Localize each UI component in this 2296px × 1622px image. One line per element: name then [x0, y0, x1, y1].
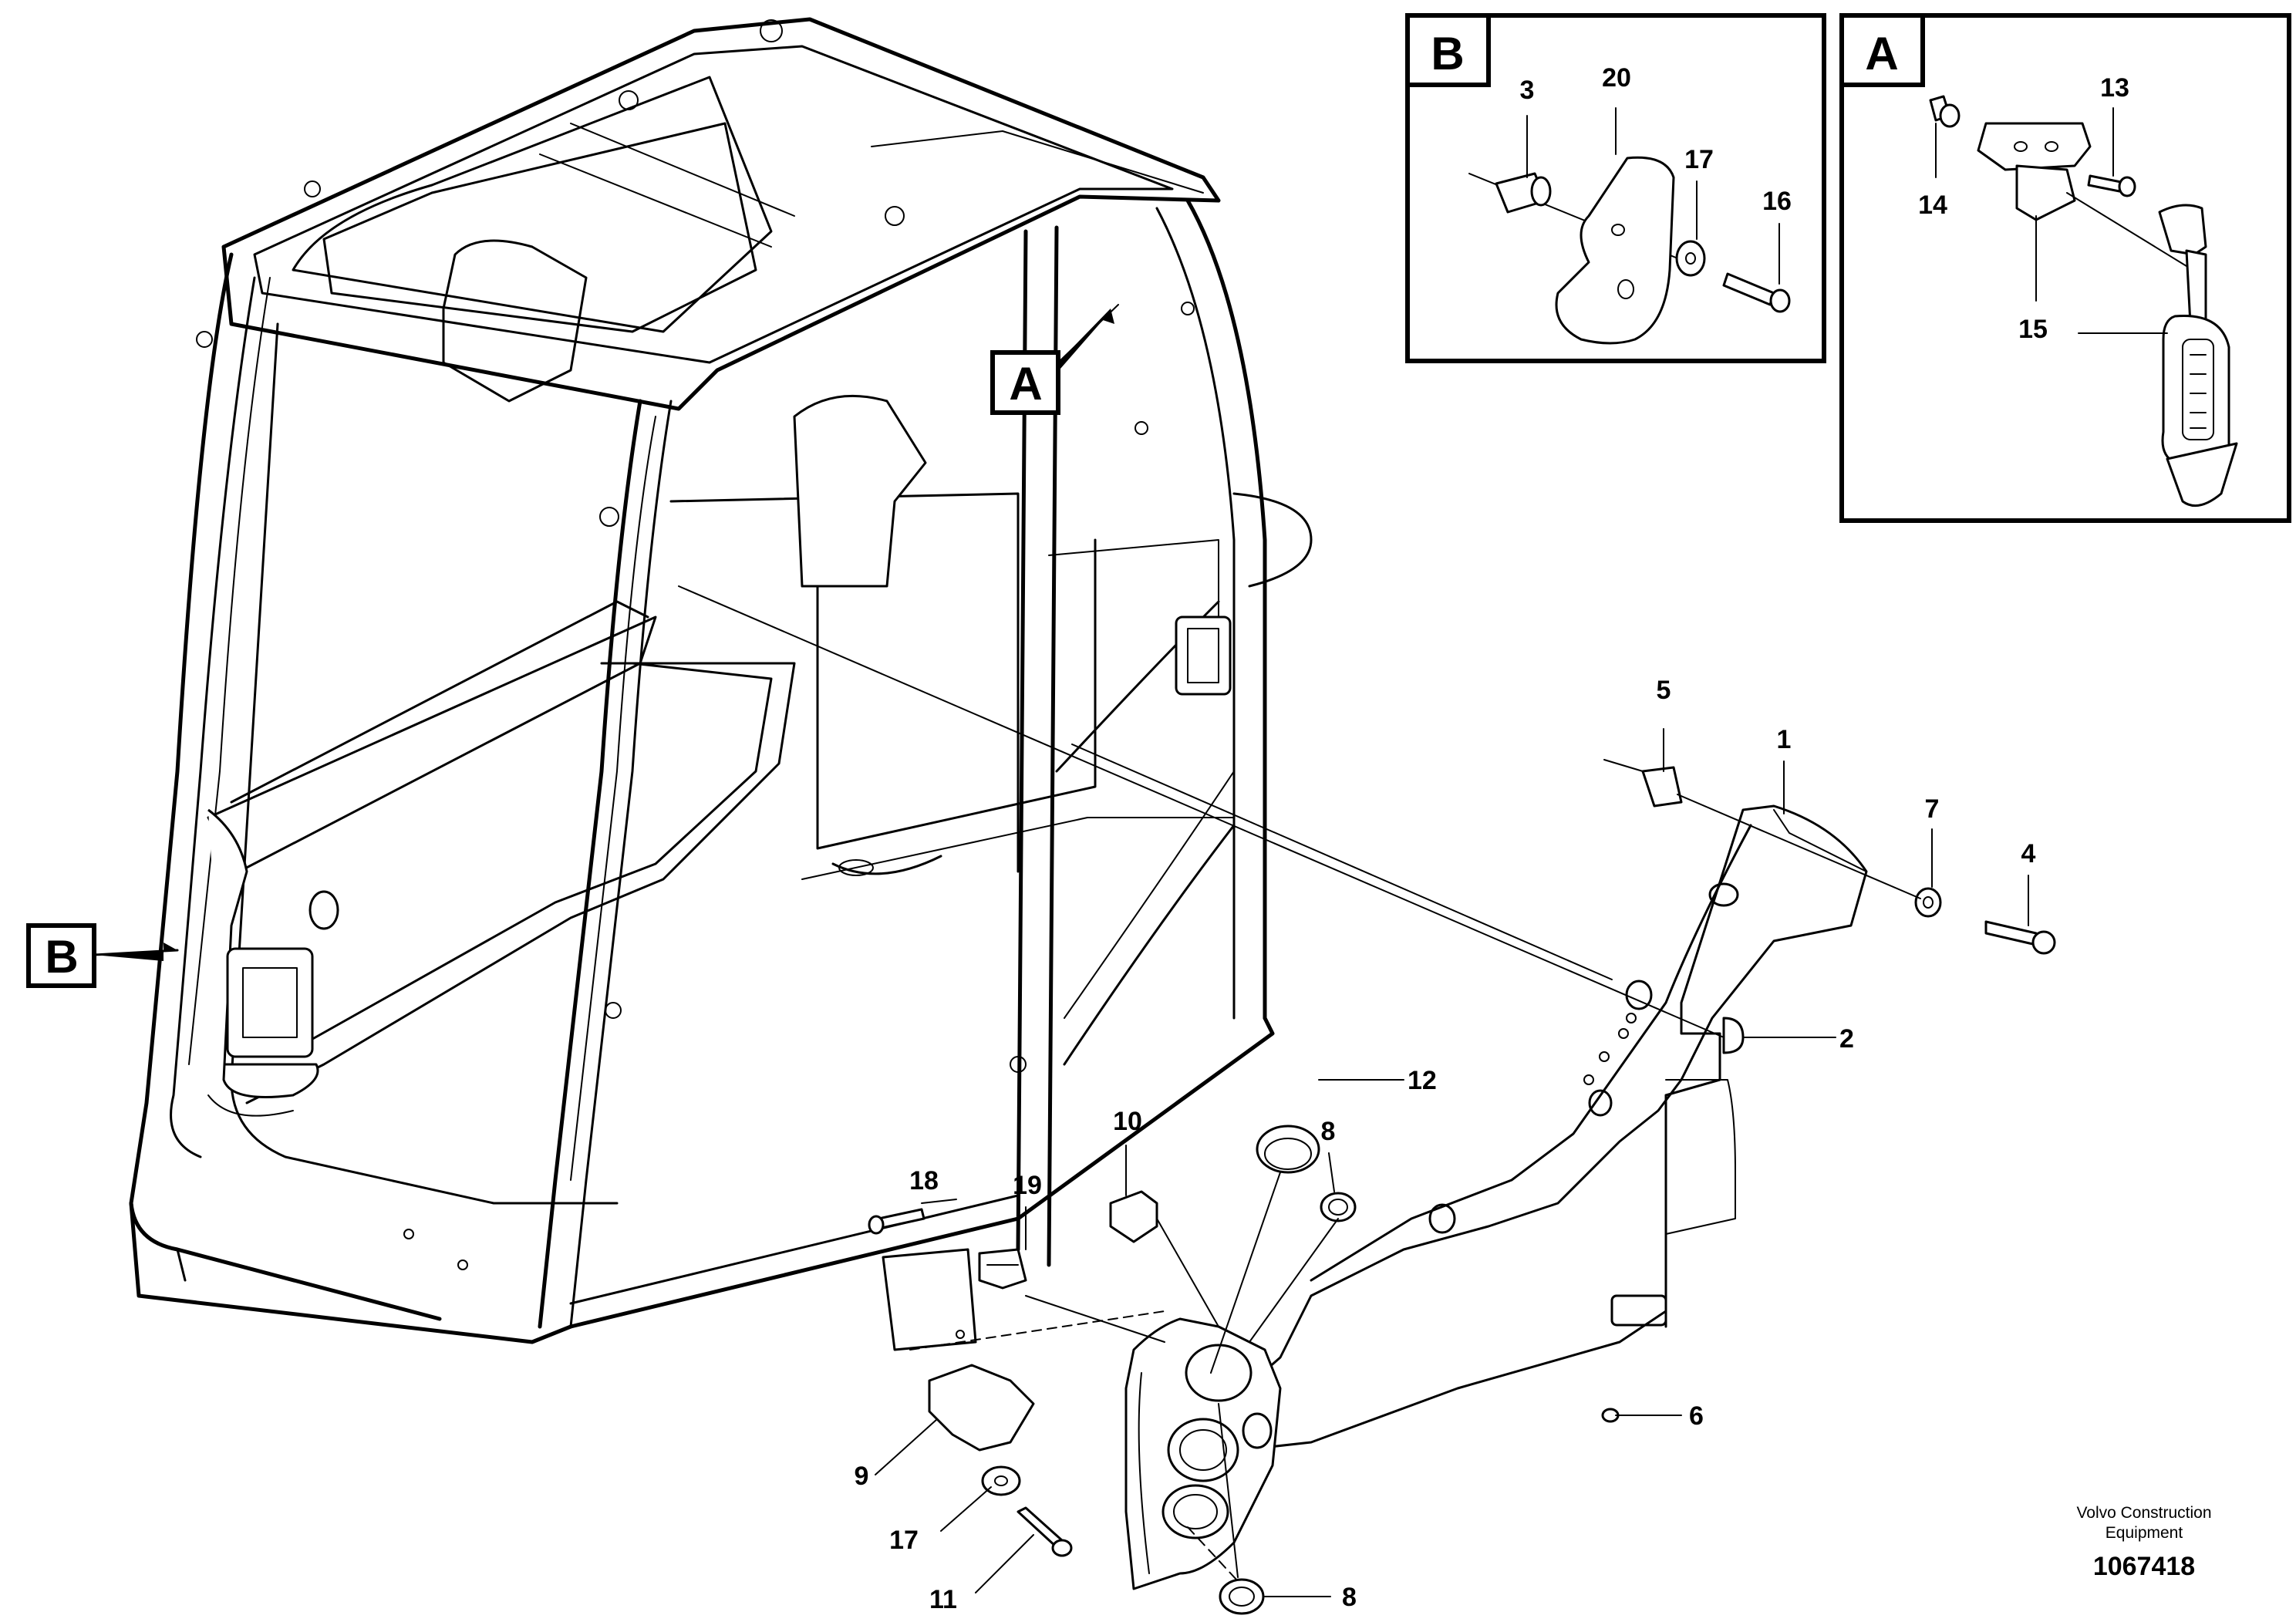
callout-8-lower: 8 [1342, 1583, 1357, 1612]
company-name-line1: Volvo Construction [2076, 1504, 2211, 1522]
ref-tag-a: A [990, 304, 1119, 415]
callout-15: 15 [2018, 315, 2048, 344]
callout-11: 11 [929, 1585, 957, 1614]
callout-3: 3 [1520, 76, 1535, 105]
ref-tag-b: B [26, 923, 179, 988]
callout-12: 12 [1408, 1066, 1437, 1095]
assembly-lines [678, 585, 1921, 1582]
main-callouts: 5 1 7 4 2 12 10 8 18 19 6 9 17 [855, 676, 2036, 1614]
detail-b-label: B [1431, 28, 1464, 79]
footer: Volvo Construction Equipment 1067418 [2076, 1504, 2211, 1581]
side-panel-assembly [868, 766, 2056, 1615]
cab-frame [129, 17, 1313, 1344]
detail-box-b: B 3 20 17 16 [1405, 13, 1826, 363]
callout-1: 1 [1777, 725, 1792, 754]
detail-a-label: A [1865, 28, 1898, 79]
callout-7: 7 [1925, 794, 1940, 824]
svg-text:A: A [1009, 358, 1042, 410]
callout-4: 4 [2021, 839, 2036, 868]
callout-19: 19 [1013, 1171, 1042, 1200]
callout-10: 10 [1113, 1107, 1142, 1136]
callout-2: 2 [1839, 1024, 1854, 1054]
detail-box-a: A 13 14 15 [1839, 13, 2291, 523]
callout-18: 18 [909, 1166, 939, 1195]
svg-text:B: B [45, 931, 78, 983]
callout-13: 13 [2100, 73, 2129, 103]
callout-6: 6 [1689, 1401, 1704, 1431]
callout-14: 14 [1918, 191, 1947, 220]
callout-17: 17 [889, 1526, 919, 1555]
document-number: 1067418 [2093, 1552, 2195, 1581]
callout-16: 16 [1762, 187, 1792, 216]
company-name-line2: Equipment [2106, 1524, 2183, 1542]
callout-5: 5 [1657, 676, 1671, 705]
callout-8-upper: 8 [1321, 1117, 1336, 1146]
callout-17-detail: 17 [1684, 145, 1714, 174]
callout-20: 20 [1602, 63, 1631, 93]
callout-9: 9 [855, 1462, 869, 1491]
